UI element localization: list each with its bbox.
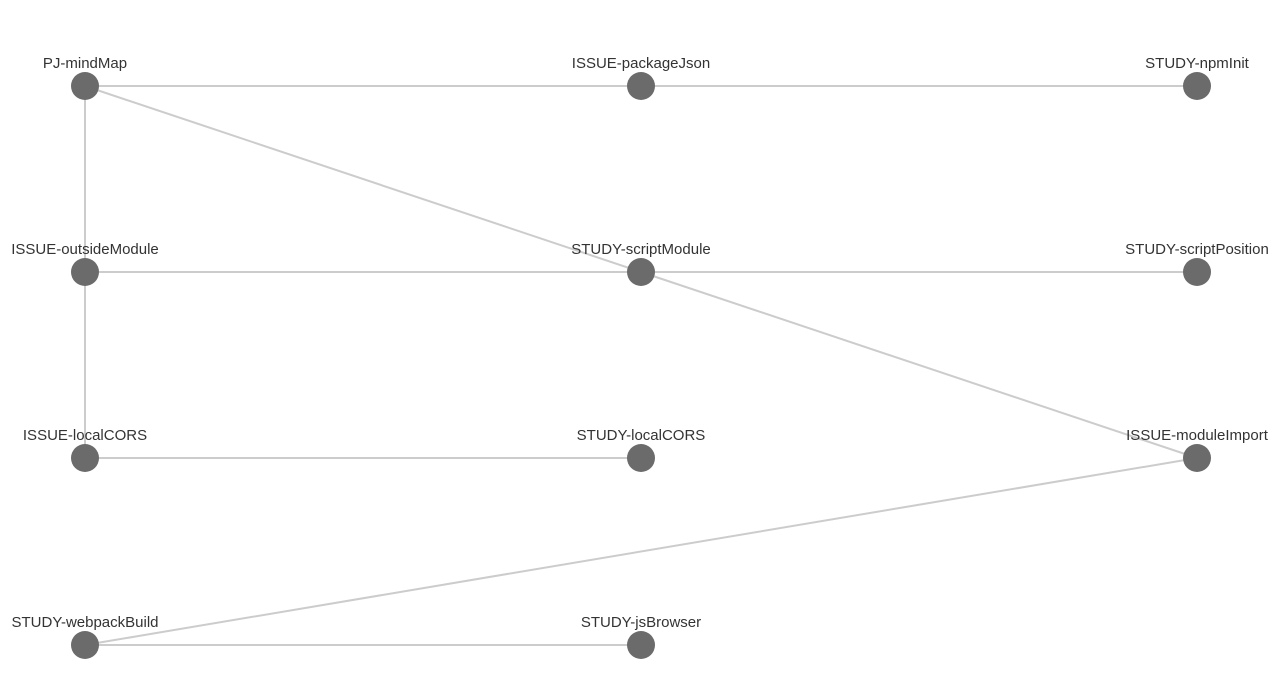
graph-node-STUDY-npmInit[interactable]: STUDY-npmInit: [1145, 55, 1250, 100]
graph-node-ISSUE-outsideModule[interactable]: ISSUE-outsideModule: [11, 241, 159, 286]
node-label-STUDY-scriptPosition: STUDY-scriptPosition: [1125, 241, 1269, 258]
node-circle-PJ-mindMap[interactable]: [71, 72, 99, 100]
node-label-STUDY-scriptModule: STUDY-scriptModule: [571, 241, 711, 258]
node-label-ISSUE-localCORS: ISSUE-localCORS: [23, 427, 147, 444]
node-circle-STUDY-scriptModule[interactable]: [627, 258, 655, 286]
graph-node-STUDY-webpackBuild[interactable]: STUDY-webpackBuild: [11, 614, 159, 659]
node-label-ISSUE-packageJson: ISSUE-packageJson: [572, 55, 710, 72]
node-label-STUDY-jsBrowser: STUDY-jsBrowser: [581, 614, 701, 631]
node-circle-STUDY-localCORS[interactable]: [627, 444, 655, 472]
graph-node-PJ-mindMap[interactable]: PJ-mindMap: [43, 55, 127, 100]
node-label-ISSUE-moduleImport: ISSUE-moduleImport: [1126, 427, 1269, 444]
node-circle-STUDY-npmInit[interactable]: [1183, 72, 1211, 100]
edge-STUDY-webpackBuild--ISSUE-moduleImport: [84, 457, 1198, 646]
edge-PJ-mindMap--STUDY-scriptModule: [84, 85, 642, 273]
graph-node-STUDY-jsBrowser[interactable]: STUDY-jsBrowser: [581, 614, 701, 659]
node-circle-STUDY-webpackBuild[interactable]: [71, 631, 99, 659]
node-circle-ISSUE-moduleImport[interactable]: [1183, 444, 1211, 472]
graph-node-ISSUE-packageJson[interactable]: ISSUE-packageJson: [572, 55, 710, 100]
node-circle-ISSUE-localCORS[interactable]: [71, 444, 99, 472]
node-label-PJ-mindMap: PJ-mindMap: [43, 55, 127, 72]
graph-node-ISSUE-moduleImport[interactable]: ISSUE-moduleImport: [1126, 427, 1269, 472]
graph-node-STUDY-localCORS[interactable]: STUDY-localCORS: [577, 427, 706, 472]
node-label-ISSUE-outsideModule: ISSUE-outsideModule: [11, 241, 159, 258]
node-circle-ISSUE-packageJson[interactable]: [627, 72, 655, 100]
node-circle-STUDY-scriptPosition[interactable]: [1183, 258, 1211, 286]
node-circle-STUDY-jsBrowser[interactable]: [627, 631, 655, 659]
graph-node-STUDY-scriptPosition[interactable]: STUDY-scriptPosition: [1125, 241, 1269, 286]
node-label-STUDY-npmInit: STUDY-npmInit: [1145, 55, 1249, 72]
node-label-STUDY-localCORS: STUDY-localCORS: [577, 427, 706, 444]
node-circle-ISSUE-outsideModule[interactable]: [71, 258, 99, 286]
graph-node-STUDY-scriptModule[interactable]: STUDY-scriptModule: [571, 241, 711, 286]
edges-layer: [84, 85, 1198, 646]
edge-STUDY-scriptModule--ISSUE-moduleImport: [640, 271, 1198, 459]
node-label-STUDY-webpackBuild: STUDY-webpackBuild: [11, 614, 158, 631]
nodes-layer: PJ-mindMap ISSUE-packageJson STUDY-npmInit…: [11, 55, 1269, 659]
graph-node-ISSUE-localCORS[interactable]: ISSUE-localCORS: [23, 427, 147, 472]
